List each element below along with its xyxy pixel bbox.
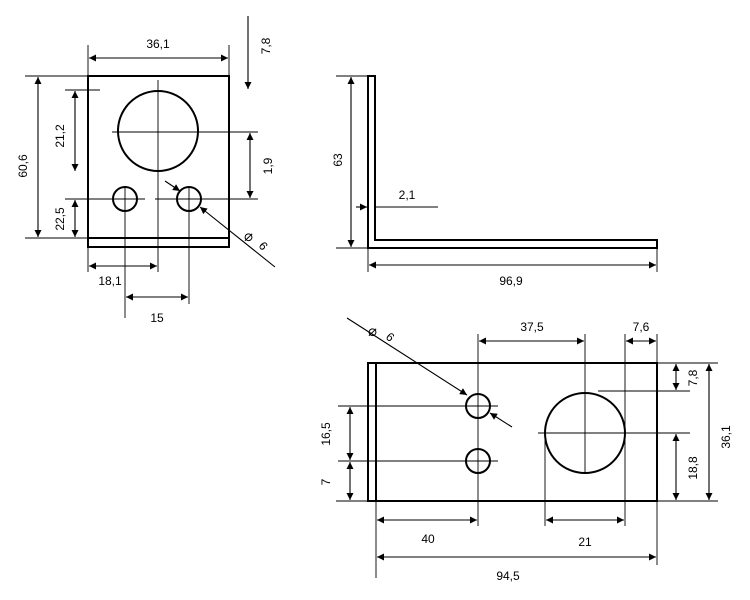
front-plate-outline [87, 75, 230, 248]
dim-label-hole-spacing: 15 [150, 311, 164, 325]
dim-label-right-edge: 7,6 [633, 320, 650, 334]
dim-leader-hole-diameter [164, 180, 181, 192]
dim-label-hole-spacing-vertical: 16,5 [319, 422, 333, 446]
dim-label-big-hole-spacing: 37,5 [520, 320, 544, 334]
dim-label-big-hole-diameter: 21 [578, 535, 592, 549]
dim-label-lower-hole: 22,5 [53, 207, 67, 231]
diameter-symbol-icon: ⌀ [244, 227, 253, 245]
dim-label-width: 36,1 [146, 37, 170, 51]
dim-label-thickness: 1,9 [261, 157, 275, 174]
side-profile-outline [367, 75, 658, 249]
dim-label-top-offset: 7,8 [686, 369, 700, 386]
top-plate-outline [367, 362, 658, 502]
dim-label-hole-diameter: 6 [256, 239, 271, 253]
diameter-symbol-icon: ⌀ [368, 322, 377, 340]
dim-leader-top-hole-diameter [346, 317, 468, 396]
dim-label-big-hole-center: 18,8 [686, 456, 700, 480]
dim-label-left-hole-x: 40 [421, 532, 435, 546]
side-view: 63 2,1 96,9 [331, 75, 658, 288]
dim-label-offset-top: 7,8 [259, 37, 273, 54]
dim-label-height: 60,6 [16, 154, 30, 178]
dim-leader-hole-diameter [199, 206, 276, 268]
top-view: ⌀ 6 37,5 7,6 7,8 36,1 18,8 16,5 7 40 21 … [319, 317, 733, 583]
dim-label-left-hole: 18,1 [98, 274, 122, 288]
dim-label-side-height: 63 [331, 153, 345, 167]
dim-label-length: 94,5 [496, 569, 520, 583]
front-view: 36,1 7,8 60,6 21,2 1,9 22,5 ⌀ 6 18,1 15 [16, 16, 276, 325]
dim-label-bottom-offset: 7 [319, 478, 333, 485]
dim-label-side-length: 96,9 [499, 274, 523, 288]
dim-leader-top-hole-diameter [489, 412, 513, 428]
dim-label-width: 36,1 [719, 425, 733, 449]
dim-label-side-thickness: 2,1 [399, 188, 416, 202]
dim-label-center-to-center: 21,2 [53, 124, 67, 148]
